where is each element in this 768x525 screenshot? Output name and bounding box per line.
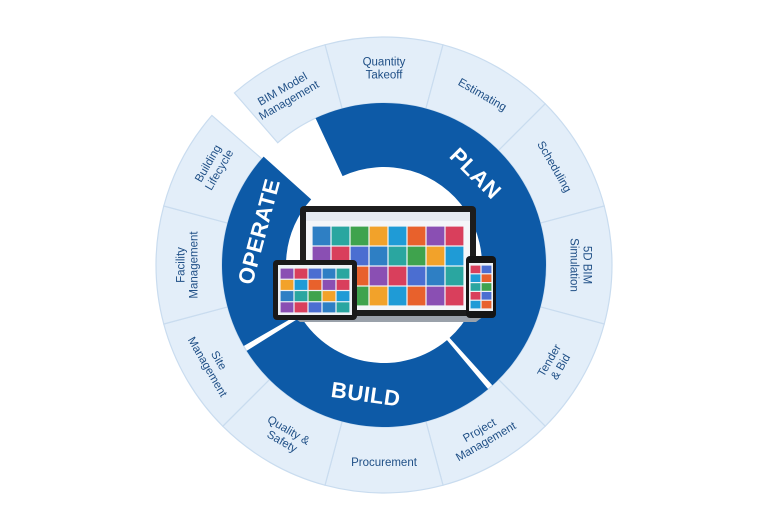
segment-label: FacilityManagement (176, 231, 201, 299)
phase-arc-build (246, 316, 489, 428)
device-mockups (273, 206, 496, 322)
outer-ring (155, 36, 613, 494)
segment-label: 5D BIMSimulation (568, 238, 593, 292)
segment-label: Procurement (351, 457, 418, 469)
outer-segment (233, 44, 343, 144)
